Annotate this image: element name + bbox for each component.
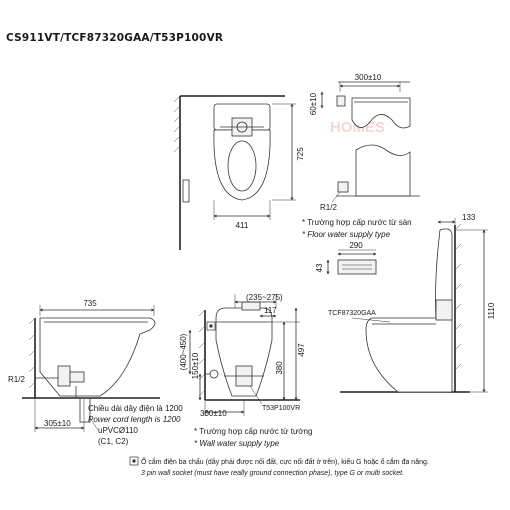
top-view: 725 411 [173, 95, 305, 250]
c1c2-label: (C1, C2) [98, 437, 129, 446]
socket-icon [206, 321, 216, 331]
front-view: (235~275) 117 380 497 (400~450) 150±10 3… [179, 293, 306, 418]
dim-117: 117 [264, 306, 277, 315]
dim-400-450: (400~450) [179, 333, 188, 370]
left-side-view: 735 R1/2 305±10 uPVCØ110 (C1, C2) [8, 299, 160, 446]
dim-300-top: 300±10 [355, 73, 382, 82]
dim-43: 43 [315, 263, 324, 272]
seat-model-label: TCF87320GAA [328, 310, 376, 317]
cord-length-en: Power cord length is 1200 [88, 415, 181, 424]
remote-detail: 290 43 [315, 241, 377, 275]
upvc-label: uPVCØ110 [98, 426, 138, 435]
floor-supply-en: * Floor water supply type [302, 230, 391, 239]
dim-1110: 1110 [487, 302, 496, 319]
socket-note-vn: Ổ cắm điện ba chấu (dây phải được nối đấ… [141, 457, 429, 466]
page-title: CS911VT/TCF87320GAA/T53P100VR [6, 32, 224, 44]
dim-411: 411 [236, 221, 249, 230]
dim-300-bottom: 300±10 [200, 409, 227, 418]
dim-r12-top: R1/2 [320, 203, 337, 212]
wall-supply-vn: * Trường hợp cấp nước từ tường [194, 427, 312, 436]
dim-380: 380 [275, 361, 284, 375]
top-right-detail: 300±10 60±10 R1/2 [309, 73, 420, 212]
wall-supply-en: * Wall water supply type [194, 439, 280, 448]
dim-r12-left: R1/2 [8, 375, 25, 384]
right-side-view: 133 1110 TCF87320GAA [328, 213, 496, 393]
dim-725: 725 [296, 147, 305, 161]
socket-note-en: 3 pin wall socket (must have really grou… [141, 470, 404, 477]
dim-150: 150±10 [191, 352, 200, 379]
dim-60: 60±10 [309, 92, 318, 115]
dim-305: 305±10 [44, 419, 71, 428]
socket-note-icon [129, 456, 139, 466]
dim-235-275: (235~275) [246, 293, 283, 302]
watermark-text: HOMES [330, 119, 385, 136]
dim-290: 290 [349, 241, 363, 250]
dim-497: 497 [297, 343, 306, 357]
dim-735: 735 [83, 299, 97, 308]
cord-length-vn: Chiều dài dây điện là 1200 [88, 404, 183, 413]
dim-133: 133 [462, 213, 476, 222]
floor-supply-vn: * Trường hợp cấp nước từ sàn [302, 218, 412, 227]
valve-model-label: T53P100VR [262, 405, 300, 412]
